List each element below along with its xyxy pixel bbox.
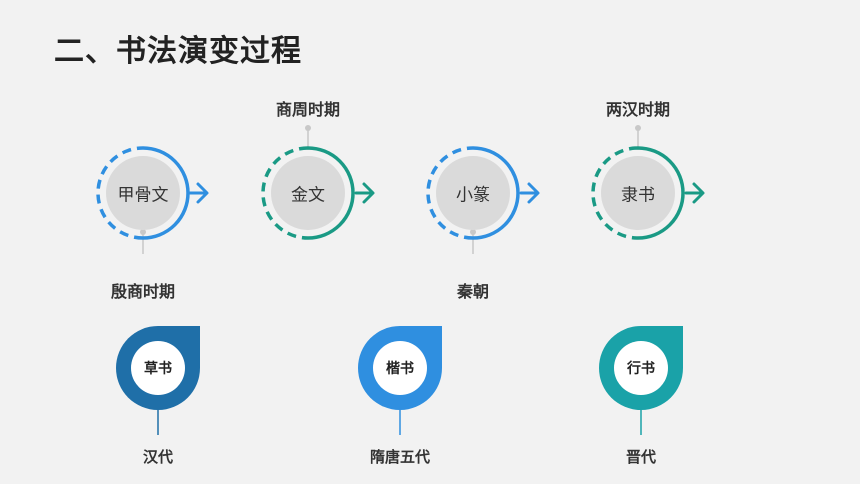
- stage-jiaguwen-label: 甲骨文: [117, 185, 169, 206]
- drop-caoshu-period: 汉代: [142, 448, 174, 466]
- drop-xingshu-label: 行书: [627, 361, 655, 377]
- drop-xingshu-graphic: [599, 326, 683, 435]
- drop-caoshu-graphic: [116, 326, 200, 435]
- drop-xingshu-period: 晋代: [625, 448, 657, 466]
- stage-jiaguwen-period: 殷商时期: [110, 282, 176, 301]
- stage-xiaozhuan-label: 小篆: [456, 185, 490, 206]
- arrow-right-icon: [519, 182, 540, 204]
- stage-lishu-graphic: [591, 125, 705, 240]
- drop-kaishu-graphic: [358, 326, 442, 435]
- stage-lishu-label: 隶书: [621, 185, 655, 206]
- page-title: 二、书法演变过程: [54, 34, 302, 69]
- arrow-right-icon: [354, 182, 375, 204]
- stage-jiaguwen-graphic: [96, 146, 209, 254]
- stage-lishu-period: 两汉时期: [605, 100, 671, 119]
- drop-caoshu-label: 草书: [144, 361, 172, 377]
- drop-kaishu-period: 隋唐五代: [369, 448, 431, 466]
- drop-kaishu-label: 楷书: [386, 361, 414, 377]
- stage-xiaozhuan-period: 秦朝: [456, 282, 490, 301]
- stage-jinwen-period: 商周时期: [275, 100, 341, 119]
- stage-jinwen-label: 金文: [291, 185, 325, 206]
- arrow-right-icon: [684, 182, 705, 204]
- stage-xiaozhuan-graphic: [426, 146, 540, 254]
- stage-jinwen-graphic: [261, 125, 375, 240]
- arrow-right-icon: [188, 182, 209, 204]
